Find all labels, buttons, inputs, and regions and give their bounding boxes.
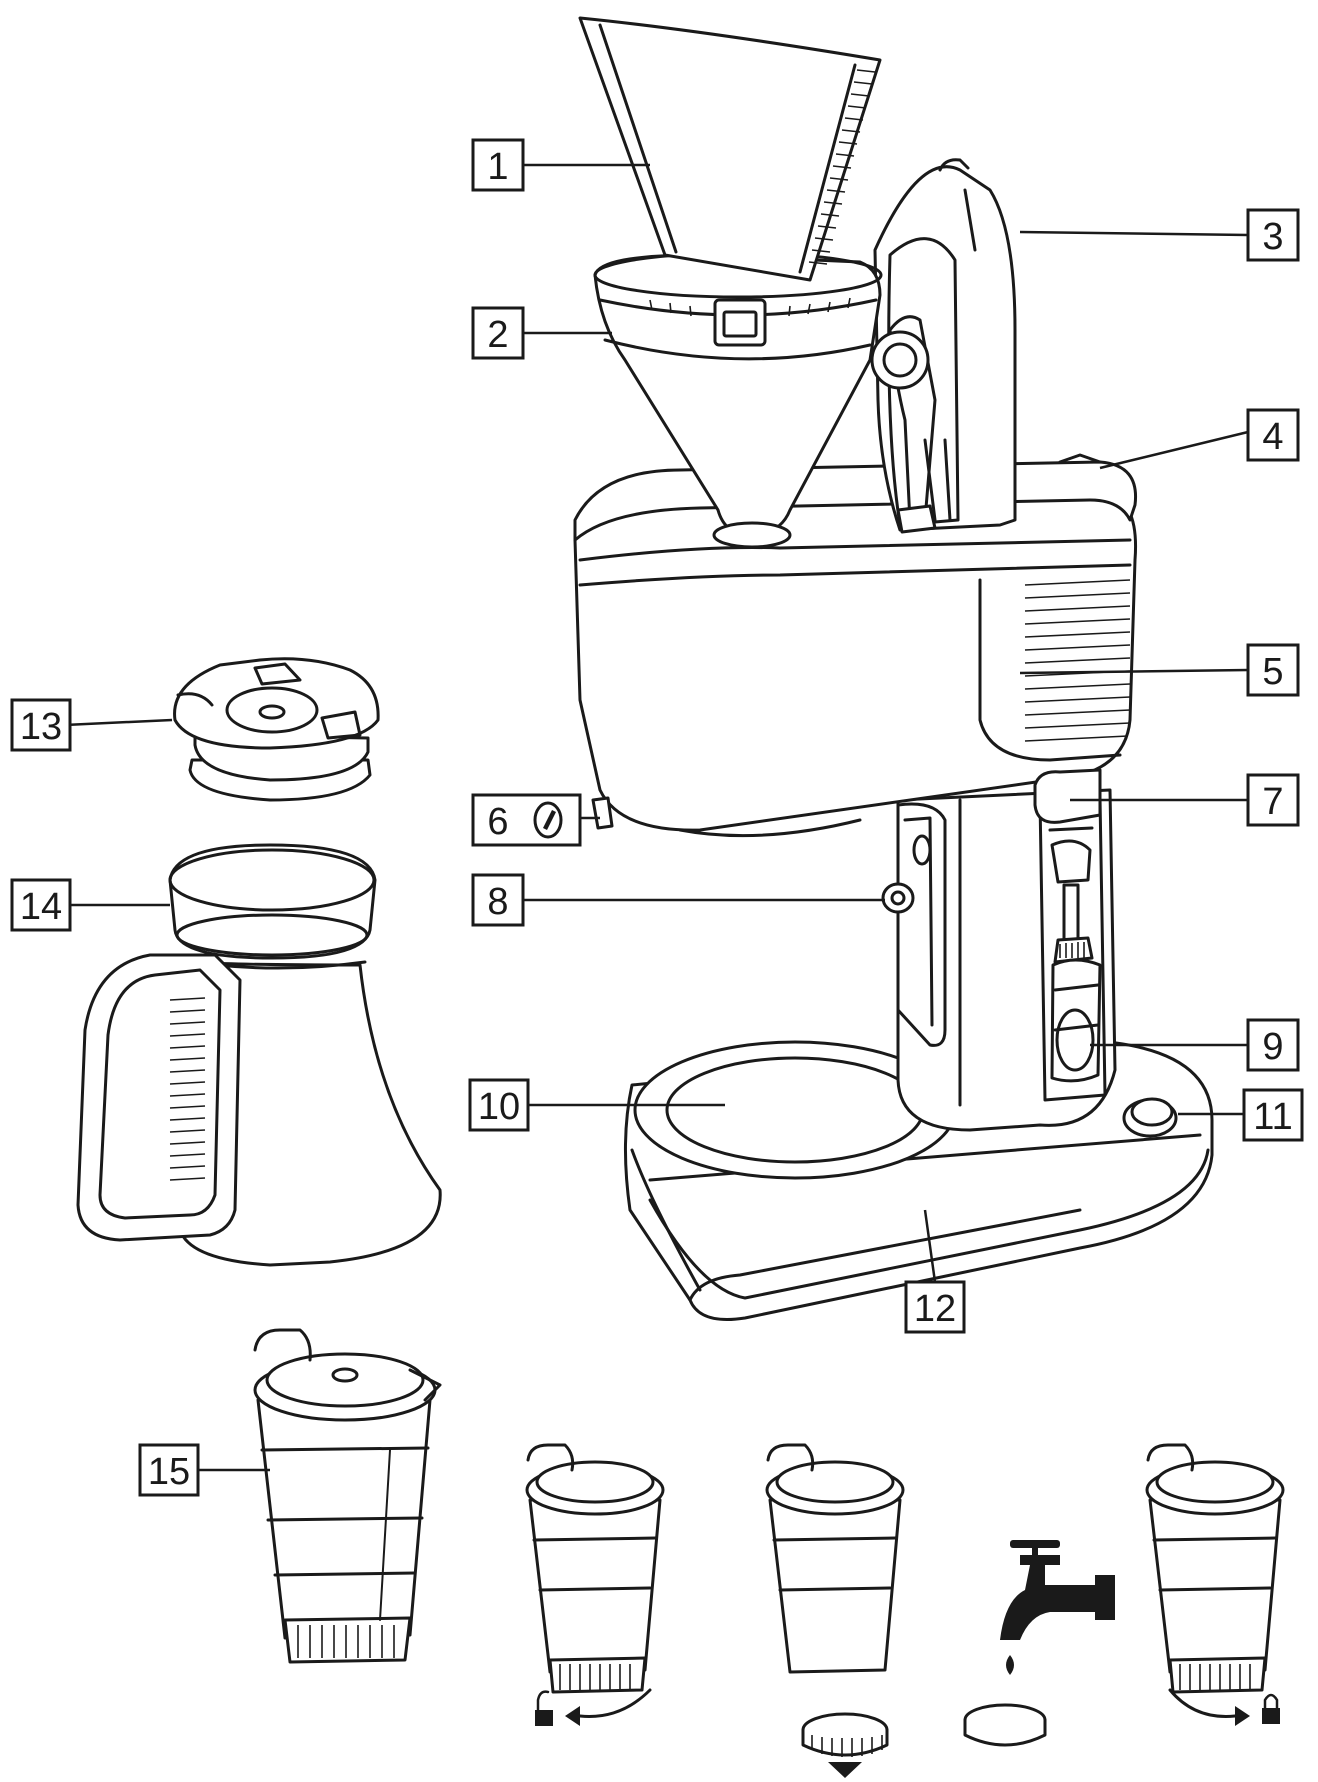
- travel-mug-illustration: [253, 1328, 442, 1664]
- power-plug-icon: [533, 801, 563, 839]
- mug-cap-rinse: [963, 1703, 1047, 1747]
- paper-filter: [578, 16, 882, 282]
- svg-text:5: 5: [1262, 651, 1283, 693]
- svg-text:7: 7: [1262, 781, 1283, 823]
- glass-carafe-illustration: [76, 843, 442, 1267]
- carafe-lid-illustration: [173, 657, 380, 802]
- coffee-maker-illustration: [573, 16, 1214, 1322]
- svg-text:10: 10: [478, 1086, 520, 1128]
- water-faucet-icon: [1000, 1540, 1115, 1675]
- callout-15: 15: [138, 1443, 200, 1497]
- mug-step-unlock: [525, 1443, 665, 1726]
- svg-text:2: 2: [487, 314, 508, 356]
- svg-text:4: 4: [1262, 416, 1283, 458]
- unlock-icon: [535, 1690, 553, 1726]
- start-button: [1122, 1097, 1178, 1138]
- callout-10: 10: [468, 1078, 530, 1132]
- callout-3: 3: [1246, 208, 1300, 262]
- callout-8: 8: [471, 873, 525, 927]
- svg-text:8: 8: [487, 881, 508, 923]
- rotate-clockwise-arrow-icon: [1235, 1706, 1250, 1726]
- callout-4: 4: [1246, 408, 1300, 462]
- water-drop-icon: [1006, 1655, 1014, 1675]
- callout-1: 1: [471, 138, 525, 192]
- stand-column: [896, 788, 1117, 1132]
- svg-text:15: 15: [148, 1451, 190, 1493]
- callout-9: 9: [1246, 1018, 1300, 1072]
- svg-text:13: 13: [20, 706, 62, 748]
- svg-text:12: 12: [914, 1288, 956, 1330]
- switch-knob: [881, 882, 915, 914]
- callout-6: 6: [471, 793, 582, 847]
- callout-14: 14: [10, 878, 72, 932]
- callout-2: 2: [471, 306, 525, 360]
- callout-11: 11: [1242, 1088, 1304, 1142]
- warming-plate: [633, 1040, 957, 1180]
- rotate-counterclockwise-arrow-icon: [565, 1706, 580, 1726]
- down-arrow-icon: [828, 1762, 862, 1778]
- leader-lines: [64, 163, 1249, 1472]
- svg-text:11: 11: [1253, 1096, 1292, 1138]
- callout-13: 13: [10, 698, 72, 752]
- svg-text:6: 6: [487, 801, 508, 843]
- mug-step-remove-cap: [765, 1443, 905, 1778]
- svg-text:3: 3: [1262, 216, 1283, 258]
- lock-icon: [1262, 1693, 1280, 1724]
- hinged-lid: [870, 158, 1017, 534]
- svg-text:14: 14: [20, 886, 62, 928]
- callout-7: 7: [1246, 773, 1300, 827]
- callout-12: 12: [904, 1280, 966, 1334]
- water-outlet: [1033, 768, 1102, 824]
- callout-5: 5: [1246, 643, 1300, 697]
- mug-step-lock: [1145, 1443, 1285, 1726]
- svg-text:1: 1: [487, 146, 508, 188]
- svg-text:9: 9: [1262, 1026, 1283, 1068]
